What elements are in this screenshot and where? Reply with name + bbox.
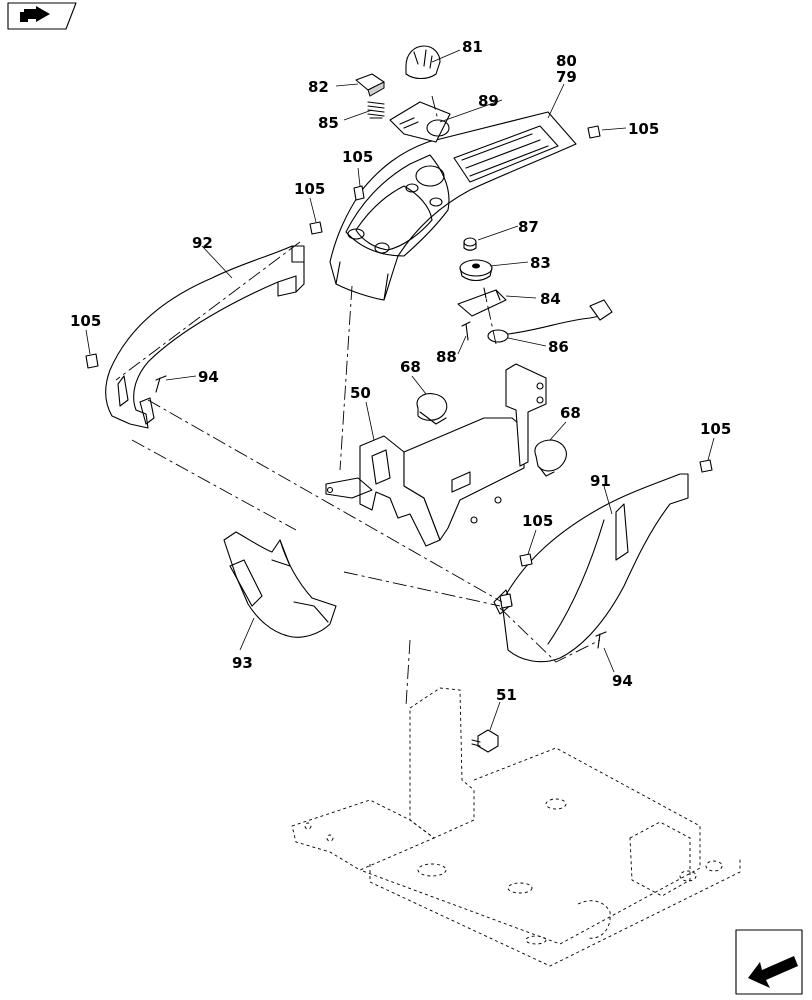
callout-82: 82 [308,78,329,96]
base-frame [291,687,741,967]
callout-84: 84 [540,290,561,308]
callout-93: 93 [232,654,253,672]
callout-88: 88 [436,348,457,366]
callout-81: 81 [462,38,483,56]
clamp-part-68-a [416,393,448,425]
callout-92: 92 [192,234,213,252]
callout-94-left: 94 [198,368,219,386]
callout-105-left: 105 [294,180,325,198]
callout-51: 51 [496,686,517,704]
frame-part-50 [325,363,547,547]
assembly-lines [115,95,601,707]
callout-91: 91 [590,472,611,490]
callout-105-top-right: 105 [628,120,659,138]
clamp-part-68-b [534,439,567,477]
screw-part-88 [461,321,471,341]
side-cover-part-92 [105,245,305,429]
sensor-part-86 [487,299,613,343]
callout-50: 50 [350,384,371,402]
callout-68-a: 68 [400,358,421,376]
callout-86: 86 [548,338,569,356]
callout-85: 85 [318,114,339,132]
callout-105-right: 105 [700,420,731,438]
book-arrow-icon[interactable] [7,2,77,30]
callout-87: 87 [518,218,539,236]
callout-105-center: 105 [522,512,553,530]
callout-79: 79 [556,68,577,86]
callout-83: 83 [530,254,551,272]
spring-part-85 [367,101,385,119]
nut-part-87 [463,237,477,251]
button-part-82 [355,73,385,97]
switch-part-83 [459,259,493,282]
fasteners [85,125,713,649]
callout-89: 89 [478,92,499,110]
shift-knob-part-81 [405,45,441,80]
boot-plate-part-89 [389,101,451,143]
bolt-part-51 [471,729,499,753]
next-arrow-icon[interactable] [735,929,803,995]
callout-80: 80 [556,52,577,70]
callout-68-b: 68 [560,404,581,422]
leader-lines [85,49,715,731]
callout-105-far-left: 105 [70,312,101,330]
lower-cover-part-93 [223,531,337,638]
bracket-part-84 [457,287,507,317]
callout-94-right: 94 [612,672,633,690]
callout-105-middle: 105 [342,148,373,166]
side-cover-part-91 [493,473,689,663]
